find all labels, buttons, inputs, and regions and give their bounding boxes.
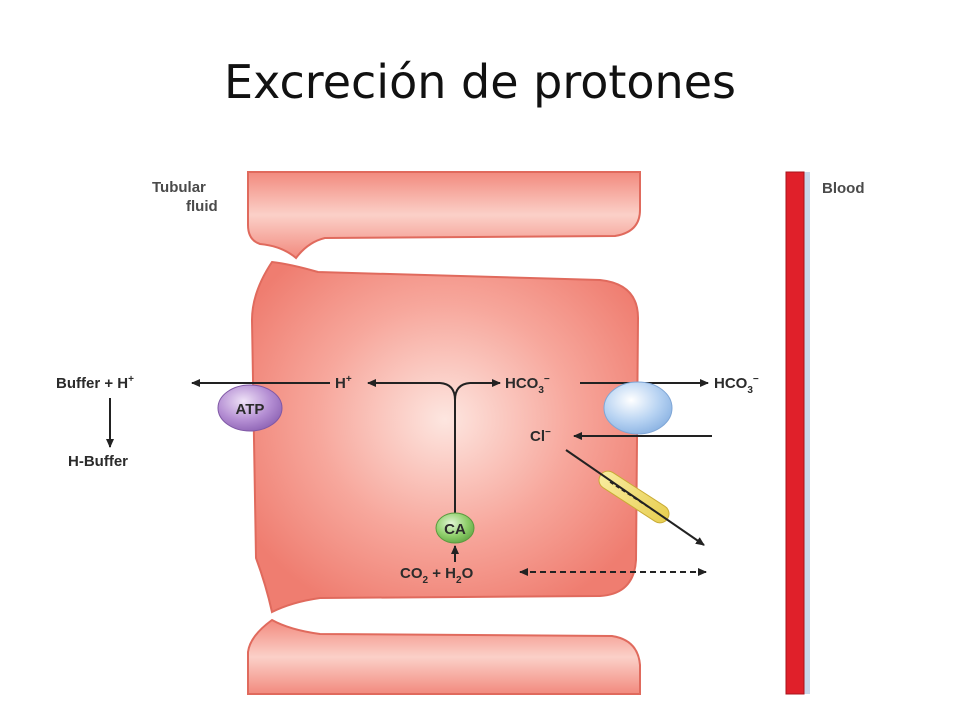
tubular-fluid-label-line2: fluid [186,198,218,215]
hco3-blood-label: HCO3− [714,374,759,396]
ca-stem [439,382,471,515]
atp-label: ATP [236,401,265,418]
carbonic-anhydrase [435,512,475,544]
hco3-cell-label: HCO3− [505,374,550,396]
hco3-cl-exchanger [603,381,673,435]
blood-label: Blood [822,180,865,197]
buffer-plus-h-label: Buffer + H+ [56,374,134,392]
cl-label: Cl− [530,427,551,445]
atp-pump [217,384,283,432]
cl-channel-path [609,481,663,517]
lower-cell [247,618,641,695]
ca-label: CA [444,521,466,538]
co2-h2o-label: CO2 + H2O [400,565,474,586]
epithelial-cell [250,260,640,614]
h-ion-label: H+ [335,374,352,392]
tubular-fluid-label: Tubular [152,179,206,196]
upper-cell [247,171,641,260]
page-title: Excreción de protones [224,55,736,109]
blood-vessel [785,171,805,695]
h-buffer-label: H-Buffer [68,453,128,470]
